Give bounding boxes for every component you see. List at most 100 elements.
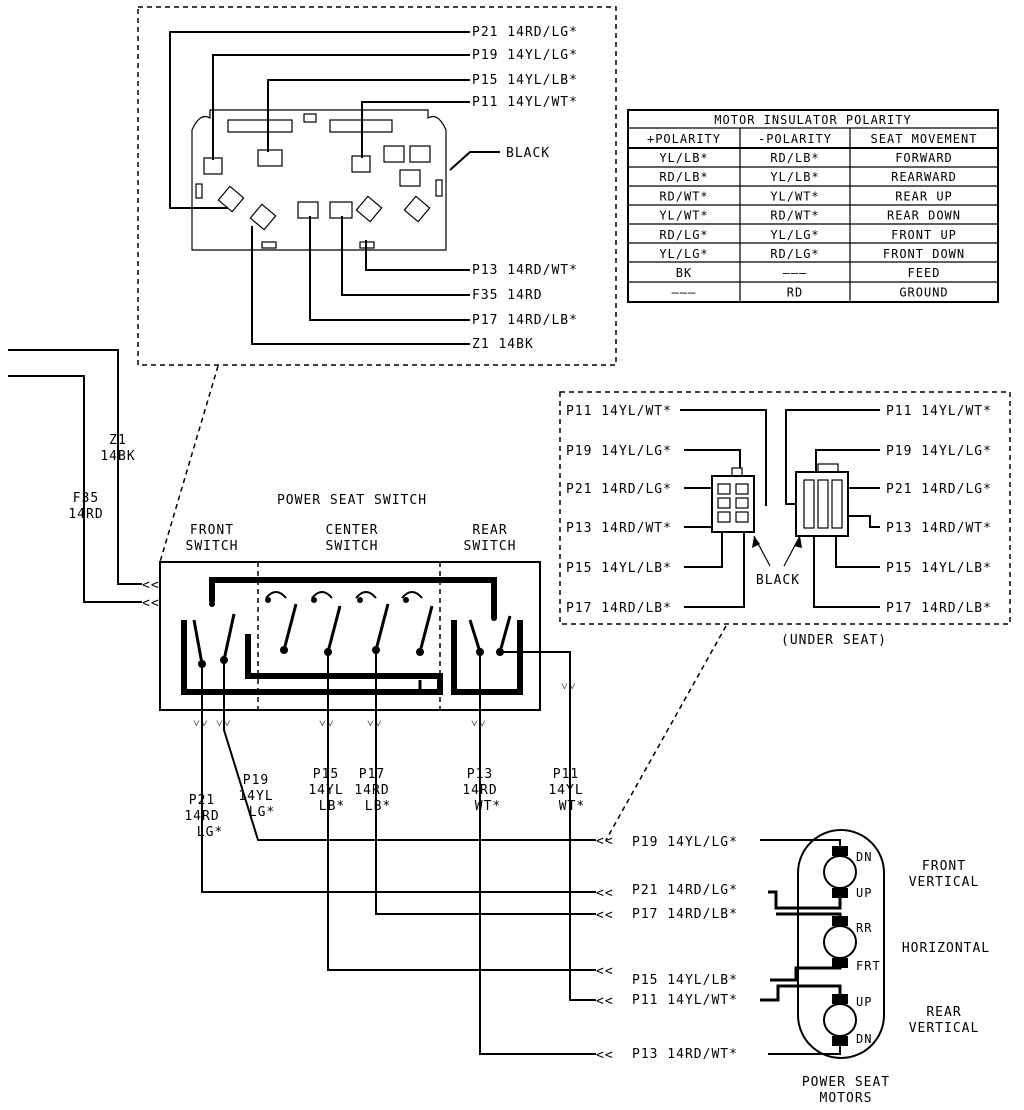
chevron-p17: ˅˅ xyxy=(367,716,383,730)
rear-motor-dn: DN xyxy=(856,1032,872,1046)
polarity-cell-r4-c1: YL/LG* xyxy=(770,228,819,242)
us-left-p13: P13 14RD/WT* xyxy=(566,521,672,536)
detail-leader-under-seat xyxy=(605,625,727,841)
front-switch-label-2: SWITCH xyxy=(186,539,239,554)
chevron-p19: ˅˅ xyxy=(216,716,232,730)
detail-leader-top xyxy=(159,365,219,563)
motor-wire-p15: P15 14YL/LB* xyxy=(632,973,738,988)
polarity-cell-r4-c0: RD/LG* xyxy=(659,228,708,242)
switch-title: POWER SEAT SWITCH xyxy=(277,493,427,508)
motor-enclosure xyxy=(797,829,885,1059)
front-vertical-motor xyxy=(823,855,857,889)
polarity-table-title: MOTOR INSULATOR POLARITY xyxy=(714,113,911,127)
polarity-cell-r2-c0: RD/WT* xyxy=(659,189,708,203)
us-right-p21: P21 14RD/LG* xyxy=(886,482,992,497)
top-connector-detail: P21 14RD/LG* P19 14YL/LG* P15 14YL/LB* P… xyxy=(137,6,617,366)
us-left-p19: P19 14YL/LG* xyxy=(566,444,672,459)
us-caption: (UNDER SEAT) xyxy=(781,633,887,648)
drop-p19-id: P19 xyxy=(243,773,269,788)
motor-wire-p17: P17 14RD/LB* xyxy=(632,907,738,922)
polarity-cell-r7-c0: ——— xyxy=(672,285,697,299)
rear-vertical-label-1: REAR xyxy=(926,1005,961,1020)
motors-caption-2: MOTORS xyxy=(820,1091,873,1106)
motor-chevron-p17: << xyxy=(596,908,614,923)
rear-motor-up: UP xyxy=(856,995,872,1009)
polarity-cell-r1-c2: REARWARD xyxy=(891,170,957,184)
polarity-cell-r5-c1: RD/LG* xyxy=(770,247,819,261)
connector-chevron-f35: << xyxy=(142,596,160,611)
top-wire-label-z1: Z1 14BK xyxy=(472,337,534,352)
chevron-p15: ˅˅ xyxy=(319,716,335,730)
top-black-label: BLACK xyxy=(506,146,550,161)
under-seat-border xyxy=(559,391,1011,625)
top-wire-label-f35: F35 14RD xyxy=(472,288,543,303)
polarity-cell-r2-c1: YL/WT* xyxy=(770,189,819,203)
motor-chevron-p11: << xyxy=(596,994,614,1009)
front-vertical-label-2: VERTICAL xyxy=(909,875,980,890)
us-black-label: BLACK xyxy=(756,573,800,588)
f35-label: F35 xyxy=(73,491,99,506)
us-left-p15: P15 14YL/LB* xyxy=(566,561,672,576)
drop-p15-tracer: LB* xyxy=(319,799,345,814)
polarity-cell-r3-c0: YL/WT* xyxy=(659,209,708,223)
z1-label: Z1 xyxy=(109,433,127,448)
motor-chevron-p13: << xyxy=(596,1048,614,1063)
top-detail-border xyxy=(137,6,617,366)
polarity-cell-r3-c1: RD/WT* xyxy=(770,209,819,223)
polarity-table: MOTOR INSULATOR POLARITY +POLARITY -POLA… xyxy=(627,109,999,303)
horizontal-motor-frt: FRT xyxy=(856,959,881,973)
polarity-cell-r6-c2: FEED xyxy=(908,266,941,280)
chevron-p13: ˅˅ xyxy=(471,716,487,730)
connector-body xyxy=(191,109,447,251)
polarity-cell-r3-c2: REAR DOWN xyxy=(887,209,961,223)
front-motor-up: UP xyxy=(856,886,872,900)
under-seat-detail: P11 14YL/WT* P19 14YL/LG* P21 14RD/LG* P… xyxy=(559,391,1011,648)
polarity-cell-r2-c2: REAR UP xyxy=(895,189,953,203)
polarity-header-minus: -POLARITY xyxy=(758,132,832,146)
polarity-cell-r0-c2: FORWARD xyxy=(895,151,953,165)
top-wire-label-p17: P17 14RD/LB* xyxy=(472,313,578,328)
drop-p17-tracer: LB* xyxy=(365,799,391,814)
rear-switch-label-2: SWITCH xyxy=(464,539,517,554)
f35-gauge: 14RD xyxy=(68,507,103,522)
rear-vertical-label-2: VERTICAL xyxy=(909,1021,980,1036)
horizontal-motor-rr: RR xyxy=(856,921,872,935)
drop-wires: ˅˅ ˅˅ ˅˅ ˅˅ ˅˅ ˅˅ P21 14RD LG* P19 14YL … xyxy=(184,650,842,1063)
left-incoming-wires: Z1 14BK F35 14RD << << xyxy=(8,349,160,611)
top-wire-label-p21: P21 14RD/LG* xyxy=(472,25,578,40)
motor-wire-p19: P19 14YL/LG* xyxy=(632,835,738,850)
top-wire-label-p19: P19 14YL/LG* xyxy=(472,48,578,63)
us-left-p21: P21 14RD/LG* xyxy=(566,482,672,497)
drop-p17-color: 14RD xyxy=(354,783,389,798)
polarity-table-rows: YL/LB*RD/LB*FORWARDRD/LB*YL/LB*REARWARDR… xyxy=(659,151,964,299)
motor-chevron-p15: << xyxy=(596,964,614,979)
us-right-p15: P15 14YL/LB* xyxy=(886,561,992,576)
us-left-p17: P17 14RD/LB* xyxy=(566,601,672,616)
motor-wire-p21: P21 14RD/LG* xyxy=(632,883,738,898)
drop-p13-tracer: WT* xyxy=(475,799,501,814)
top-wire-label-p13: P13 14RD/WT* xyxy=(472,263,578,278)
drop-p11-tracer: WT* xyxy=(559,799,585,814)
horizontal-motor xyxy=(823,925,857,959)
us-right-p17: P17 14RD/LB* xyxy=(886,601,992,616)
drop-p11-color: 14YL xyxy=(548,783,583,798)
drop-p13-id: P13 xyxy=(467,767,493,782)
top-wire-label-p11: P11 14YL/WT* xyxy=(472,95,578,110)
polarity-cell-r7-c2: GROUND xyxy=(899,285,948,299)
drop-p13-color: 14RD xyxy=(462,783,497,798)
polarity-cell-r5-c0: YL/LG* xyxy=(659,247,708,261)
us-left-p11: P11 14YL/WT* xyxy=(566,404,672,419)
drop-p21-color: 14RD xyxy=(184,809,219,824)
us-right-p11: P11 14YL/WT* xyxy=(886,404,992,419)
motor-wire-p13: P13 14RD/WT* xyxy=(632,1047,738,1062)
drop-p15-color: 14YL xyxy=(308,783,343,798)
horizontal-label: HORIZONTAL xyxy=(902,941,990,956)
polarity-cell-r1-c0: RD/LB* xyxy=(659,170,708,184)
motors-caption-1: POWER SEAT xyxy=(802,1075,890,1090)
polarity-cell-r4-c2: FRONT UP xyxy=(891,228,957,242)
z1-gauge: 14BK xyxy=(100,449,135,464)
motor-chevron-p21: << xyxy=(596,886,614,901)
drop-p17-id: P17 xyxy=(359,767,385,782)
power-seat-motors: DN UP RR FRT UP DN FRONT VERTICAL HORIZO… xyxy=(797,829,990,1106)
